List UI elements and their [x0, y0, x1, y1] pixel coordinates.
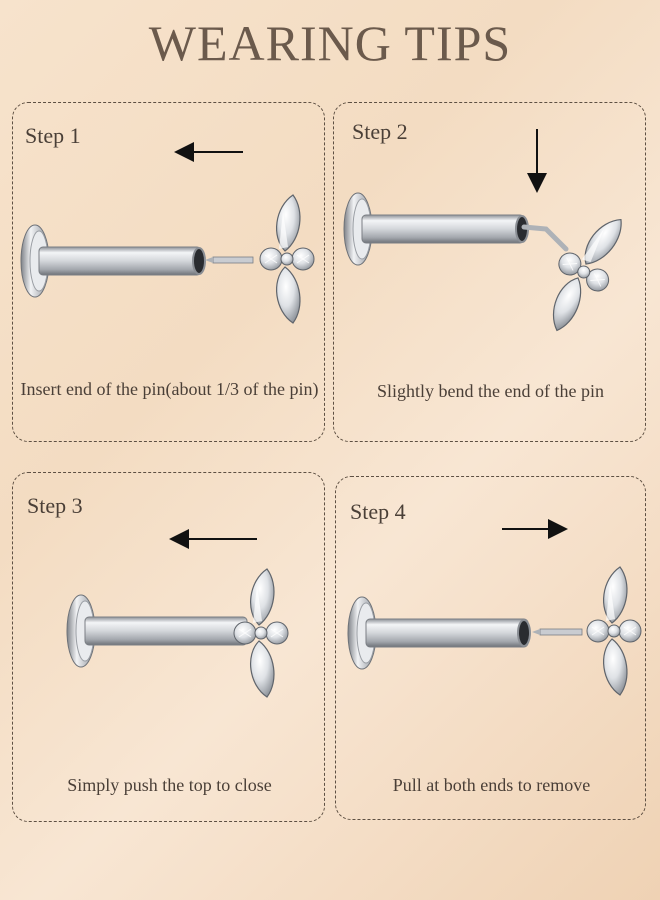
step-label-1: Step 1: [25, 123, 81, 148]
step-panel-2: Step 2 Slightly bend the end of the pin: [333, 102, 646, 442]
step-label-3: Step 3: [27, 493, 83, 518]
step-caption-2: Slightly bend the end of the pin: [377, 381, 604, 401]
step-panel-4: Step 4 Pull at both ends to remove: [335, 476, 646, 820]
arrow-right-icon: [502, 519, 568, 539]
page-title: WEARING TIPS: [148, 15, 512, 71]
labret-step-1: [20, 194, 315, 324]
arrow-left-icon: [169, 529, 257, 549]
arrow-left-icon: [174, 142, 243, 162]
labret-step-4: [347, 566, 642, 696]
step-panel-1: Step 1 Insert end of the pin(about 1/3 o…: [12, 102, 325, 442]
step-label-2: Step 2: [352, 119, 408, 144]
labret-step-3: [66, 568, 289, 698]
step-caption-4: Pull at both ends to remove: [392, 775, 591, 795]
arrow-down-icon: [527, 129, 547, 193]
step-caption-3: Simply push the top to close: [67, 775, 272, 795]
step-label-4: Step 4: [350, 499, 406, 524]
labret-step-2: [343, 192, 640, 342]
step-caption-1: Insert end of the pin(about 1/3 of the p…: [20, 379, 319, 399]
step-panel-3: Step 3 Simply push the top to close: [12, 472, 325, 822]
